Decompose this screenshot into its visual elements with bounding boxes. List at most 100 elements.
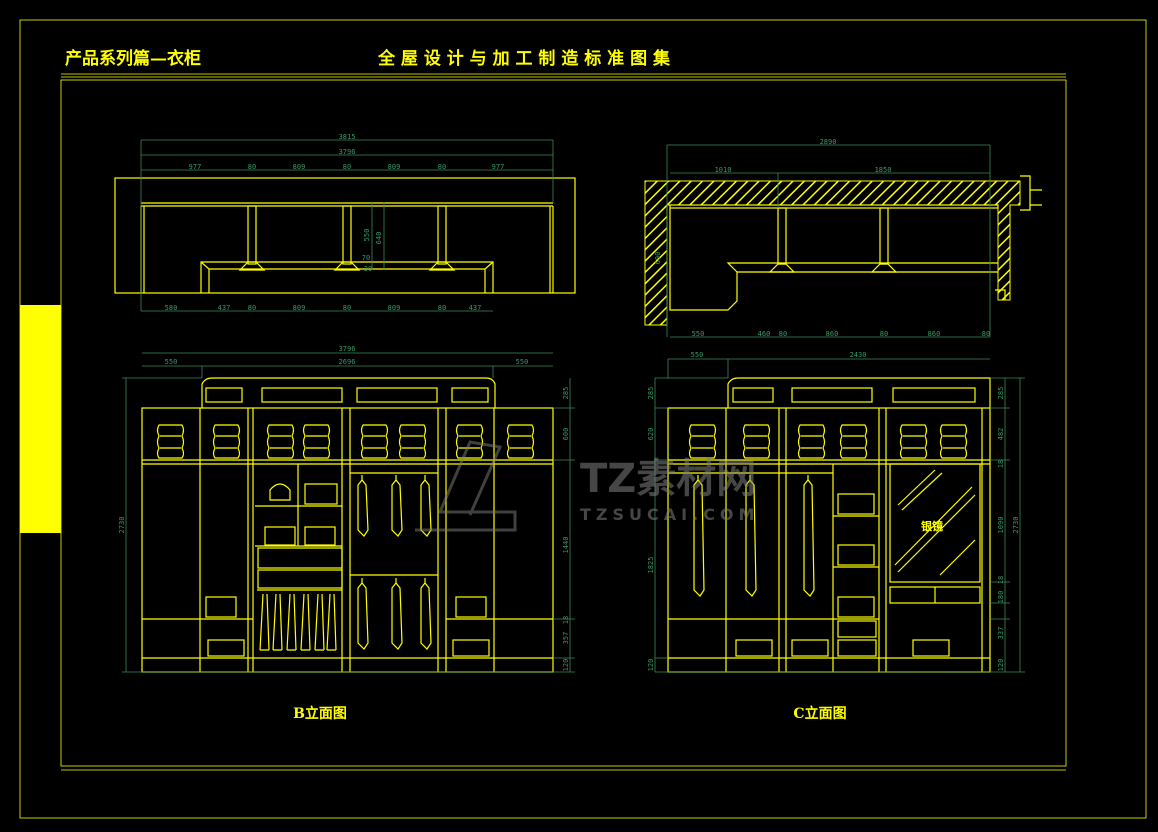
dim-text: 977: [189, 163, 202, 171]
dim-text: 80: [343, 163, 351, 171]
hanging-trousers-icon: [314, 593, 325, 651]
dim-text: 860: [826, 330, 839, 338]
dim-text: 180: [997, 591, 1005, 604]
dim-text: 3815: [339, 133, 356, 141]
dim-text: 550: [363, 229, 371, 242]
dim-text: 640: [375, 232, 383, 245]
dim-text: 120: [997, 659, 1005, 672]
dim-text: 550: [691, 351, 704, 359]
dim-text: 809: [388, 304, 401, 312]
dim-text: 600: [654, 252, 662, 265]
folded-blanket-icon: [302, 424, 331, 459]
dim-text: 809: [293, 304, 306, 312]
hanging-garment-icon: [357, 475, 369, 537]
dim-text: 809: [293, 163, 306, 171]
hanging-garment-icon: [420, 475, 432, 537]
dim-text: 80: [248, 163, 256, 171]
dim-text: 80: [438, 304, 446, 312]
elevation-c-label: C立面图: [793, 705, 846, 722]
hanging-garment-icon: [693, 475, 705, 597]
dim-text: 809: [388, 163, 401, 171]
dim-text: 2730: [1012, 517, 1020, 534]
dim-text: 337: [997, 627, 1005, 640]
folded-blanket-icon: [506, 424, 535, 459]
series-title: 产品系列篇—衣柜: [65, 48, 201, 69]
folded-blanket-icon: [156, 424, 185, 459]
dim-text: 18: [997, 460, 1005, 468]
dim-text: 285: [562, 387, 570, 400]
dim-text: 2430: [850, 351, 867, 359]
dim-text: 3796: [339, 345, 356, 353]
folded-blanket-icon: [266, 424, 295, 459]
dim-text: 550: [516, 358, 529, 366]
dim-text: 1850: [875, 166, 892, 174]
elevation-c-view: 银镜 550 2430 285 620 1825 120 285 482 18 …: [647, 351, 1025, 673]
dim-text: 2890: [820, 138, 837, 146]
mirror-label: 银镜: [921, 519, 943, 533]
dim-text: 80: [779, 330, 787, 338]
dim-text: 30: [364, 265, 372, 273]
dim-text: 120: [647, 659, 655, 672]
dim-text: 977: [492, 163, 505, 171]
hanging-garment-icon: [420, 578, 432, 650]
watermark-logo-text: TZ素材网: [580, 456, 756, 502]
dim-text: 3796: [339, 148, 356, 156]
plan-c-view: 2890 1010 1850 550 460 80 860 80 860 80 …: [644, 138, 1042, 338]
side-tab-block: [20, 305, 61, 533]
folded-blanket-icon: [688, 424, 717, 459]
folded-blanket-icon: [742, 424, 771, 459]
dim-text: 120: [562, 659, 570, 672]
dim-text: 1090: [997, 517, 1005, 534]
folded-blanket-icon: [212, 424, 241, 459]
folded-blanket-icon: [797, 424, 826, 459]
hanging-trousers-icon: [272, 593, 283, 651]
dim-text: 550: [165, 358, 178, 366]
folded-blanket-icon: [360, 424, 389, 459]
plan-b-view: 3815 3796 977 80 809 80 809 80 977 580 4…: [114, 133, 576, 312]
hanging-garment-icon: [391, 578, 403, 650]
dim-text: 80: [248, 304, 256, 312]
dim-text: 482: [997, 428, 1005, 441]
dim-text: 80: [982, 330, 990, 338]
watermark-logo-icon: [415, 440, 517, 532]
folded-blanket-icon: [455, 424, 484, 459]
hanging-garment-icon: [357, 578, 369, 650]
dim-text: 285: [647, 387, 655, 400]
dim-text: 860: [928, 330, 941, 338]
dim-text: 80: [343, 304, 351, 312]
dim-text: 285: [997, 387, 1005, 400]
watermark: TZ素材网 TZSUCAI.COM: [415, 440, 759, 532]
dim-text: 80: [438, 163, 446, 171]
dim-text: 437: [469, 304, 482, 312]
hanging-trousers-icon: [259, 593, 270, 651]
book-title: 全 屋 设 计 与 加 工 制 造 标 准 图 集: [377, 48, 671, 69]
dim-text: 2696: [339, 358, 356, 366]
dim-text: 18: [562, 616, 570, 624]
hanging-garment-icon: [803, 475, 815, 597]
watermark-url: TZSUCAI.COM: [580, 505, 759, 524]
dim-text: 1440: [562, 537, 570, 554]
folded-blanket-icon: [839, 424, 868, 459]
hanging-garment-icon: [391, 475, 403, 537]
dim-text: 80: [880, 330, 888, 338]
drawing-frame: [19, 19, 1147, 819]
hanging-garment-icon: [745, 475, 757, 597]
dim-text: 1825: [647, 557, 655, 574]
dim-text: 437: [218, 304, 231, 312]
folded-blanket-icon: [398, 424, 427, 459]
dim-text: 18: [997, 576, 1005, 584]
elevation-b-view: 3796 550 2696 550 2730 285 600 1440 18 3…: [118, 345, 575, 673]
hanging-trousers-icon: [286, 593, 297, 651]
hanging-trousers-icon: [300, 593, 311, 651]
dim-text: 460: [758, 330, 771, 338]
elevation-b-label: B立面图: [293, 705, 347, 722]
hanging-trousers-icon: [326, 593, 337, 651]
dim-text: 70: [362, 254, 370, 262]
dim-text: 580: [165, 304, 178, 312]
dim-text: 600: [562, 428, 570, 441]
dim-text: 620: [647, 428, 655, 441]
dim-text: 2730: [118, 517, 126, 534]
dim-text: 1010: [715, 166, 732, 174]
folded-blanket-icon: [939, 424, 968, 459]
